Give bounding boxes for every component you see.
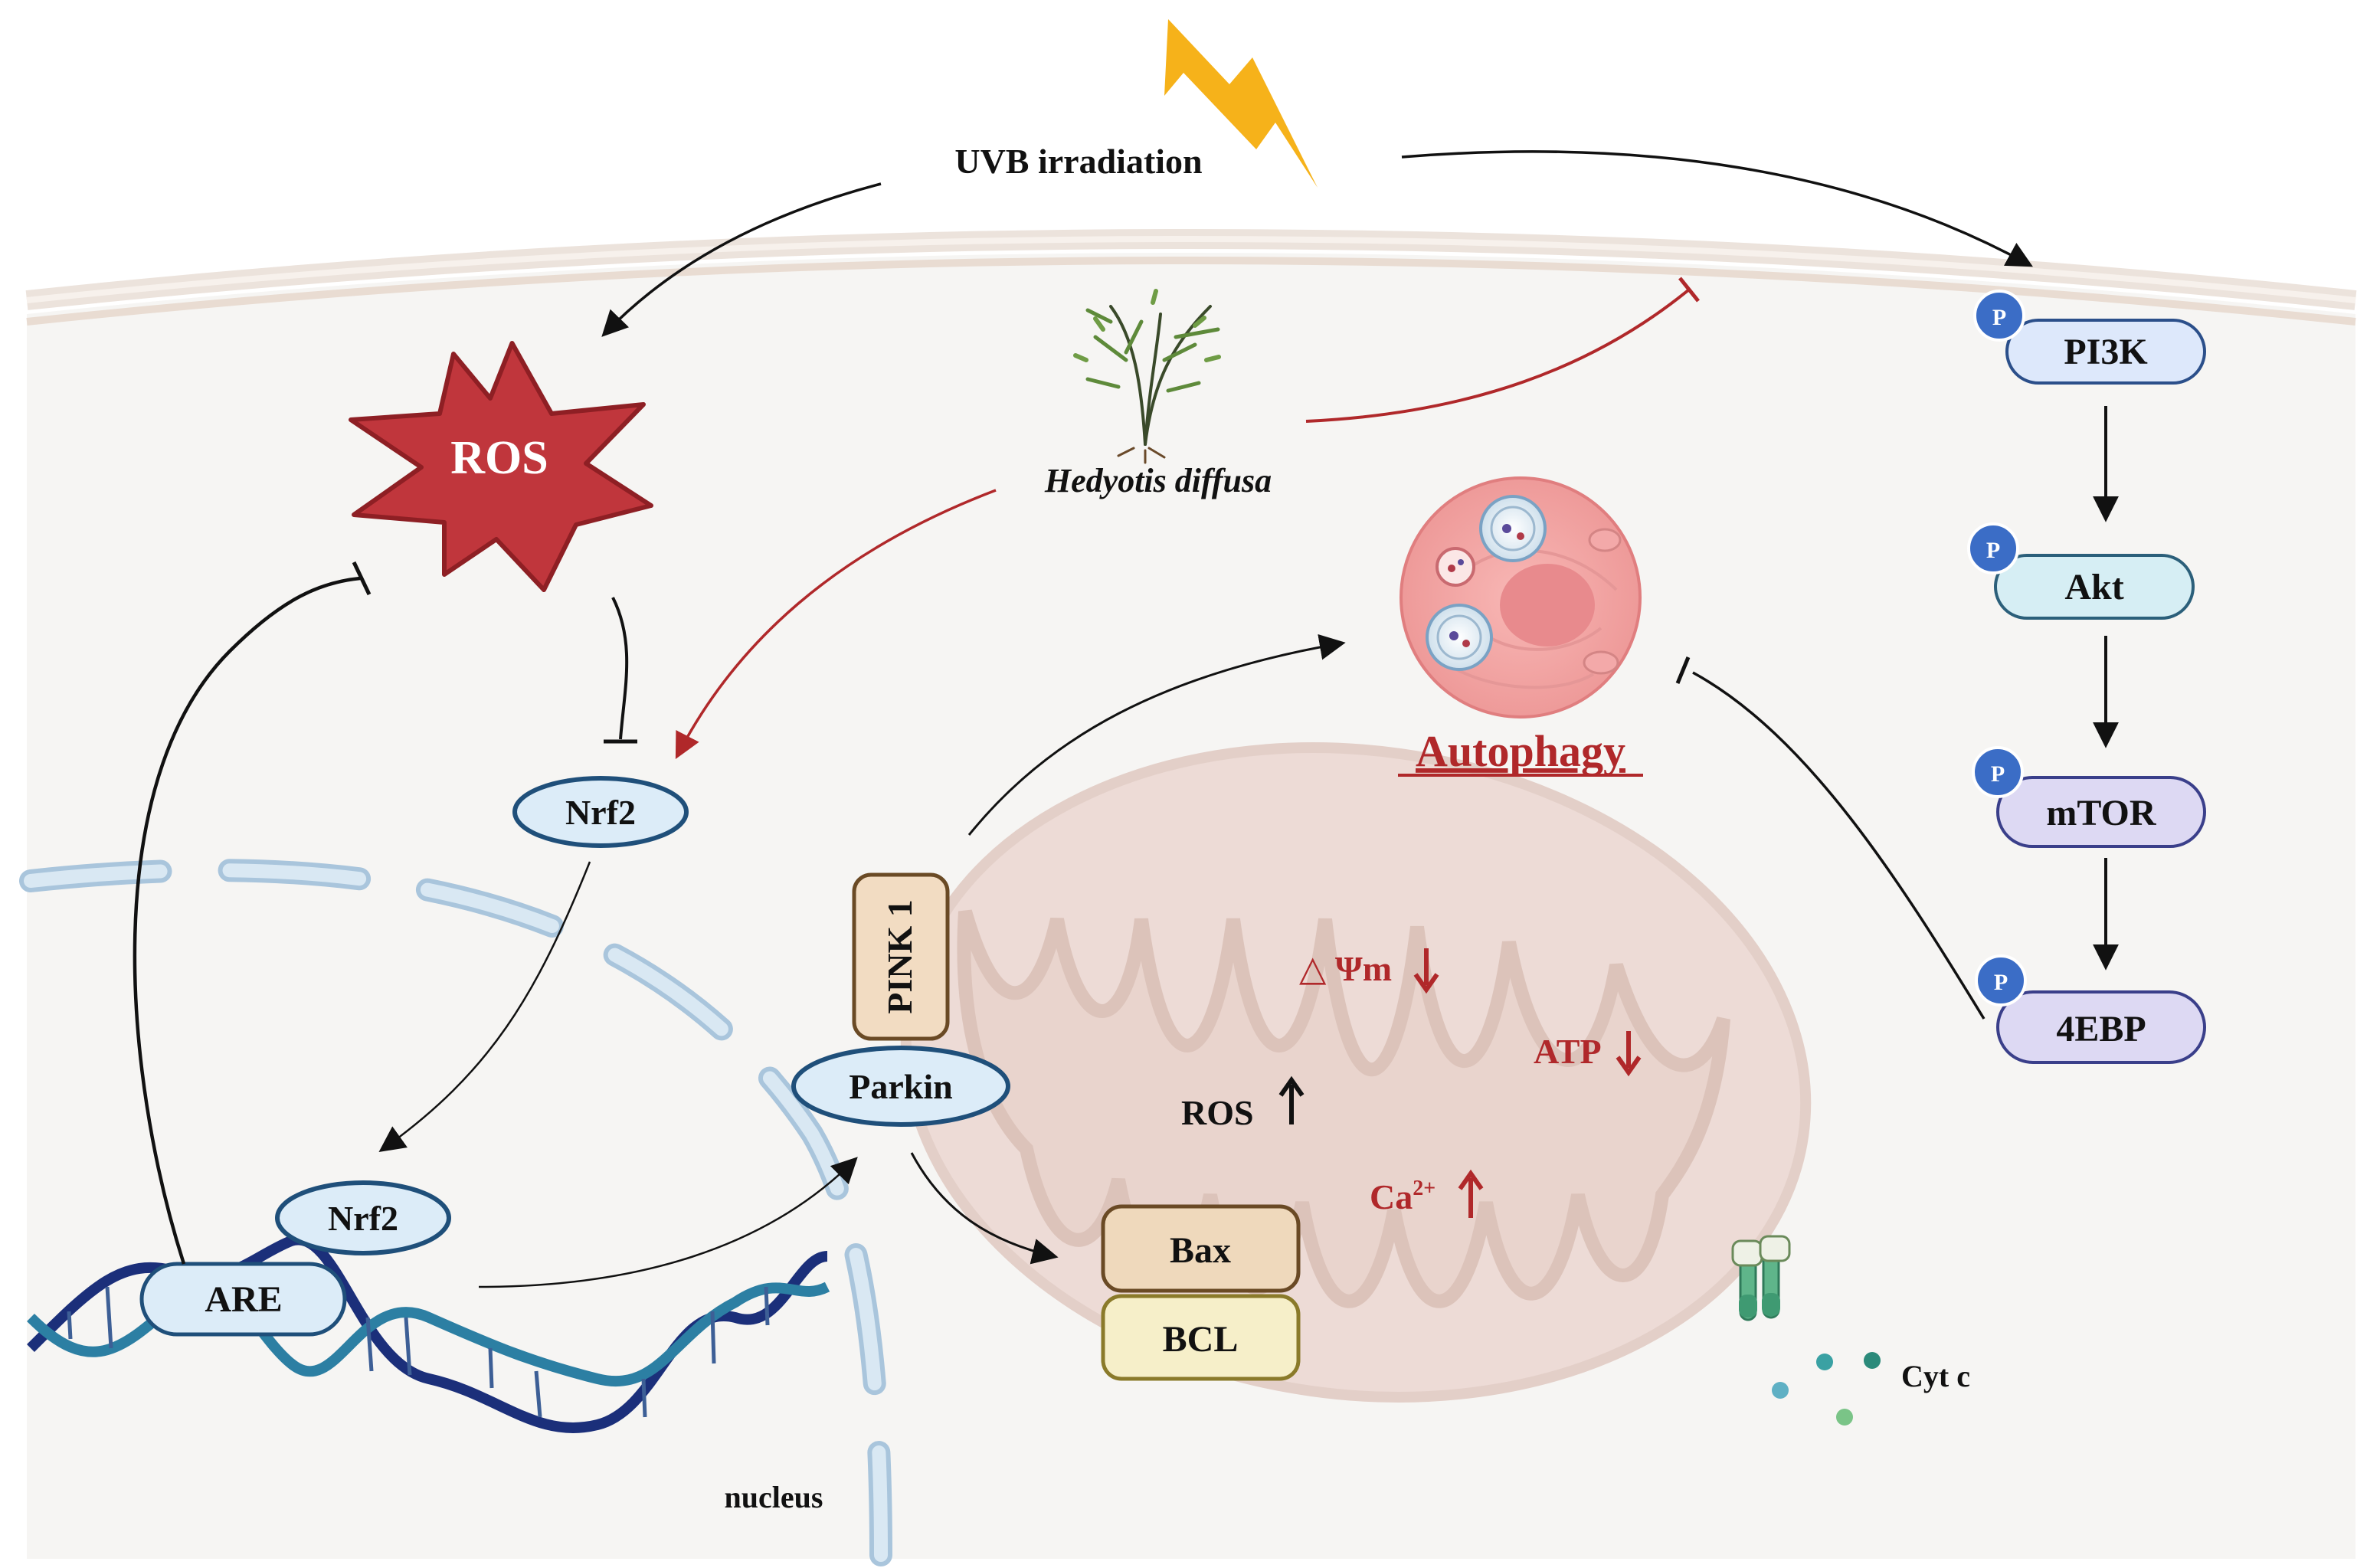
pink1-label: PINK 1 xyxy=(880,899,919,1014)
uvb-label: UVB irradiation xyxy=(954,142,1202,181)
mito-atp-label: ATP xyxy=(1534,1032,1602,1071)
mito-ca-label: Ca2+ xyxy=(1370,1177,1436,1216)
pi3k-label: PI3K xyxy=(2064,332,2147,372)
arrow-nrf2-to-nucleus xyxy=(378,861,591,1152)
nrf2-top-label: Nrf2 xyxy=(565,793,636,832)
are-label: ARE xyxy=(205,1279,282,1320)
akt-phospho-icon xyxy=(1967,522,2019,574)
bcl-box xyxy=(1101,1294,1301,1381)
arrow-parkin-to-bax xyxy=(910,1152,1059,1265)
mito-psi-label: △ Ψm xyxy=(1299,949,1392,988)
cytc-label: Cyt c xyxy=(1901,1359,1970,1393)
mtor-label: mTOR xyxy=(2046,793,2156,833)
inhibit-are-to-ros xyxy=(133,576,361,1265)
arrow-are-to-parkin xyxy=(478,1157,858,1288)
pi3k-phospho-label: P xyxy=(1992,305,2006,330)
arrow-uvb-to-ros xyxy=(601,182,882,337)
inhibit-are-to-ros-bar xyxy=(352,561,372,596)
nrf2-bottom-label: Nrf2 xyxy=(328,1199,398,1238)
bax-label: Bax xyxy=(1170,1230,1231,1271)
pink1-box xyxy=(852,872,950,1041)
membrane-channel-icon xyxy=(1731,1235,1791,1321)
mito-ros-label: ROS xyxy=(1181,1093,1254,1132)
inhibit-hedyotis-to-pi3k xyxy=(1305,288,1691,423)
pi3k-box xyxy=(2005,319,2206,385)
mito-ca-up-arrow xyxy=(1458,1169,1484,1218)
ebp-phospho-icon xyxy=(1975,954,2027,1007)
ros-burst-icon xyxy=(349,341,653,592)
are-box xyxy=(139,1262,347,1337)
ebp-label: 4EBP xyxy=(2056,1009,2146,1049)
mtor-box xyxy=(1996,776,2206,848)
mito-psi-down-arrow xyxy=(1413,948,1439,994)
parkin-node xyxy=(791,1046,1010,1127)
inhibit-ros-to-nrf2 xyxy=(611,597,629,740)
mito-atp-down-arrow xyxy=(1616,1031,1642,1077)
bax-box xyxy=(1101,1204,1301,1293)
inhibit-hedyotis-to-pi3k-bar xyxy=(1678,277,1700,303)
arrow-hedyotis-to-nrf2 xyxy=(675,489,997,760)
autophagy-cell-icon xyxy=(1400,476,1642,719)
bcl-label: BCL xyxy=(1163,1319,1239,1360)
autophagy-label: Autophagy xyxy=(1416,726,1625,776)
pi3k-phospho-icon xyxy=(1973,290,2025,342)
nrf2-top-node xyxy=(512,776,689,848)
ebp-phospho-label: P xyxy=(1994,970,2008,995)
mtor-phospho-label: P xyxy=(1991,761,2005,787)
akt-phospho-label: P xyxy=(1986,538,2000,563)
ebp-box xyxy=(1996,990,2206,1064)
nucleus-label: nucleus xyxy=(725,1480,823,1514)
parkin-label: Parkin xyxy=(849,1067,952,1106)
nrf2-bottom-node xyxy=(275,1180,451,1255)
plant-icon xyxy=(1073,289,1221,464)
cytc-particles-icon xyxy=(1772,1352,1881,1426)
arrow-pink1-to-autophagy xyxy=(967,633,1346,836)
mtor-phospho-icon xyxy=(1972,746,2024,798)
lightning-bolt-icon xyxy=(1164,19,1318,188)
akt-box xyxy=(1994,554,2195,620)
mito-ros-up-arrow xyxy=(1278,1075,1305,1124)
plant-label: Hedyotis diffusa xyxy=(1044,462,1272,499)
akt-label: Akt xyxy=(2064,567,2123,607)
nuclear-envelope xyxy=(19,859,892,1566)
ros-label: ROS xyxy=(450,432,548,484)
plasma-membrane xyxy=(25,229,2357,326)
inhibit-4ebp-to-autophagy xyxy=(1692,671,1986,1020)
arrow-uvb-to-pi3k xyxy=(1401,150,2033,267)
inhibit-4ebp-to-autophagy-bar xyxy=(1675,656,1691,684)
